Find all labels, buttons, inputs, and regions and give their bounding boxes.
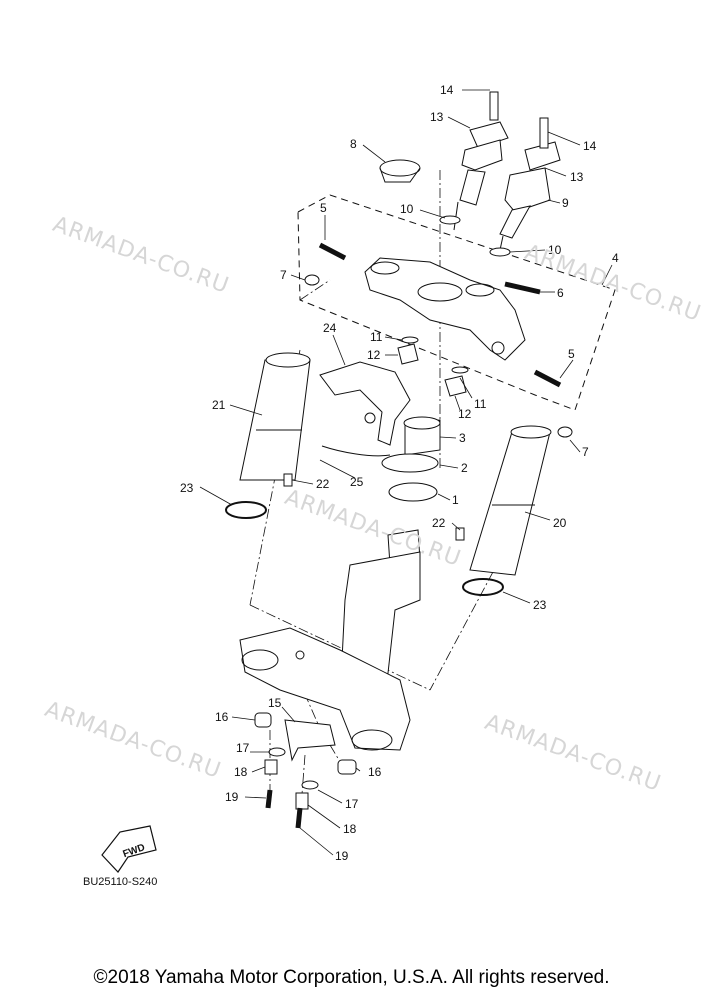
o-ring-23b <box>462 578 504 596</box>
callout-18a: 18 <box>234 765 248 779</box>
callout-12b: 12 <box>458 407 472 421</box>
upper-bracket <box>364 257 526 361</box>
callout-7b: 7 <box>582 445 589 459</box>
collar-18b <box>295 792 309 810</box>
callout-7a: 7 <box>280 268 287 282</box>
callout-10a: 10 <box>400 202 414 216</box>
cap-7a <box>304 274 320 286</box>
washer-10b <box>489 247 511 257</box>
callout-14a: 14 <box>440 83 454 97</box>
joint-15 <box>284 719 336 762</box>
callout-10b: 10 <box>548 243 562 257</box>
bolt-6 <box>504 281 541 295</box>
bolt-5b <box>533 369 562 388</box>
callout-25: 25 <box>350 475 364 489</box>
callout-22a: 22 <box>316 477 330 491</box>
callout-2: 2 <box>461 461 468 475</box>
fork-tube-20 <box>469 425 552 576</box>
collar-18a <box>264 759 278 775</box>
bolt-19b <box>295 807 303 829</box>
callout-13b: 13 <box>570 170 584 184</box>
callout-1: 1 <box>452 493 459 507</box>
nut-12b <box>444 375 467 397</box>
grommet-17b <box>301 780 319 790</box>
bolt-5a <box>318 242 347 261</box>
callout-15: 15 <box>268 696 282 710</box>
callout-5b: 5 <box>568 347 575 361</box>
ring-nut-2 <box>381 453 439 473</box>
callout-6: 6 <box>557 286 564 300</box>
screw-22b <box>455 527 465 541</box>
callout-5a: 5 <box>320 201 327 215</box>
screw-22a <box>283 473 293 487</box>
callout-11b: 11 <box>474 397 487 411</box>
callout-3: 3 <box>459 431 466 445</box>
callout-23a: 23 <box>180 481 194 495</box>
callout-23b: 23 <box>533 598 547 612</box>
nut-12a <box>397 343 419 365</box>
bracket-24 <box>319 361 411 446</box>
clamp-25 <box>321 445 391 457</box>
fwd-arrow-icon: FWD <box>101 825 157 873</box>
callout-21: 21 <box>212 398 226 412</box>
callout-16a: 16 <box>215 710 229 724</box>
handlebar-holder-left <box>453 91 509 231</box>
callout-19b: 19 <box>335 849 349 863</box>
callout-18b: 18 <box>343 822 357 836</box>
callout-20: 20 <box>553 516 567 530</box>
o-ring-23a <box>225 501 267 519</box>
callout-19a: 19 <box>225 790 239 804</box>
diagram-code: BU25110-S240 <box>83 876 158 888</box>
callout-12a: 12 <box>367 348 381 362</box>
callout-16b: 16 <box>368 765 382 779</box>
callout-24: 24 <box>323 321 337 335</box>
callout-11a: 11 <box>370 330 383 344</box>
handlebar-holder-right <box>499 117 561 251</box>
grommet-17a <box>268 747 286 757</box>
callout-13a: 13 <box>430 110 444 124</box>
callout-9: 9 <box>562 196 569 210</box>
copyright-notice: ©2018 Yamaha Motor Corporation, U.S.A. A… <box>93 967 610 988</box>
collar-16a <box>254 712 272 728</box>
washer-11b <box>451 366 469 374</box>
bolt-19a <box>265 789 273 809</box>
callout-4: 4 <box>612 251 619 265</box>
bearing-1 <box>388 482 438 502</box>
callout-17a: 17 <box>236 741 250 755</box>
callout-14b: 14 <box>583 139 597 153</box>
under-bracket-steering-stem <box>239 529 421 751</box>
collar-16b <box>337 759 357 775</box>
callout-22b: 22 <box>432 516 446 530</box>
callout-17b: 17 <box>345 797 359 811</box>
washer-11a <box>401 336 419 344</box>
fork-tube-21 <box>239 352 311 481</box>
cap-8 <box>379 159 421 183</box>
callout-8: 8 <box>350 137 357 151</box>
bearing-cover-3 <box>403 416 441 456</box>
cap-7b <box>557 426 573 438</box>
